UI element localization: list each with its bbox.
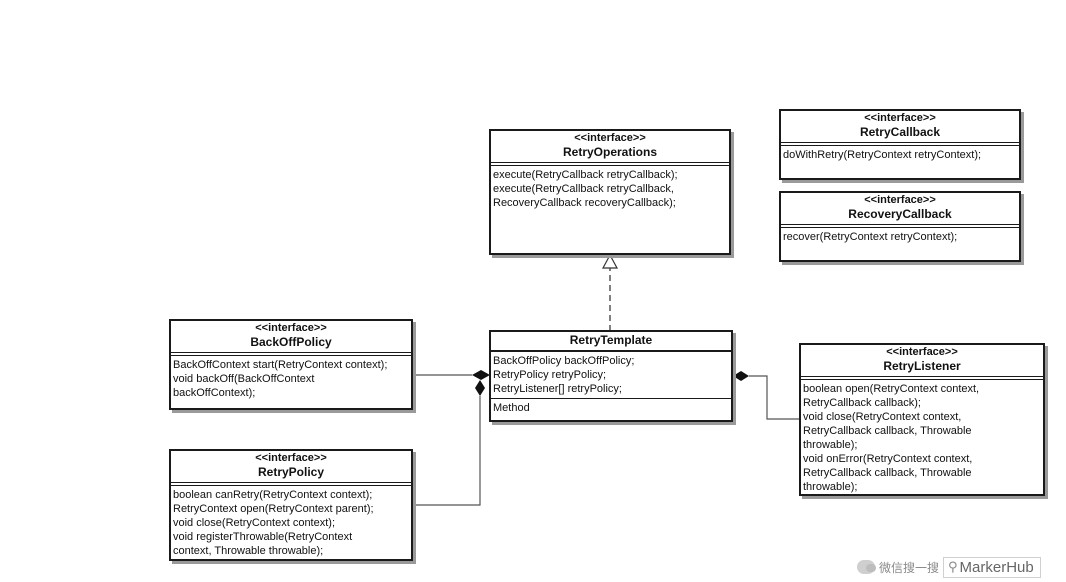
retry-listener-box: <<interface>> RetryListener boolean open… xyxy=(799,343,1045,496)
search-icon: ⚲ xyxy=(948,559,958,574)
backoff-composition-diamond xyxy=(472,370,490,380)
watermark-brand: ⚲ MarkerHub xyxy=(943,556,1041,578)
method-line: RecoveryCallback recoveryCallback); xyxy=(493,197,676,209)
method-line: Method xyxy=(493,402,530,414)
stereotype-label: <<interface>> xyxy=(864,194,936,206)
stereotype-label: <<interface>> xyxy=(864,112,936,124)
class-name: RetryOperations xyxy=(562,145,658,159)
backoff-policy-box: <<interface>> BackOffPolicy BackOffConte… xyxy=(169,319,413,410)
retry-template-fields: BackOffPolicy backOffPolicy; RetryPolicy… xyxy=(491,352,731,398)
stereotype-label: <<interface>> xyxy=(255,322,327,334)
retry-policy-header: <<interface>> RetryPolicy xyxy=(171,451,411,486)
class-name: RetryTemplate xyxy=(569,333,653,347)
method-line: execute(RetryCallback retryCallback); xyxy=(493,169,678,181)
retry-callback-header: <<interface>> RetryCallback xyxy=(781,111,1019,146)
method-line: doWithRetry(RetryContext retryContext); xyxy=(783,149,982,161)
method-line: throwable); xyxy=(803,481,858,493)
method-line: RetryCallback callback, Throwable xyxy=(803,467,972,479)
method-line: RetryCallback callback); xyxy=(803,397,921,409)
retry-operations-methods: execute(RetryCallback retryCallback); ex… xyxy=(491,166,729,212)
watermark: 微信搜一搜 ⚲ MarkerHub xyxy=(857,555,1041,579)
method-line: void backOff(BackOffContext xyxy=(173,373,315,385)
stereotype-label: <<interface>> xyxy=(255,452,327,464)
field-line: BackOffPolicy backOffPolicy; xyxy=(493,355,635,367)
wechat-icon xyxy=(857,560,876,574)
retry-operations-header: <<interface>> RetryOperations xyxy=(491,131,729,166)
retry-callback-methods: doWithRetry(RetryContext retryContext); xyxy=(781,146,1019,164)
class-name: RetryListener xyxy=(883,359,961,373)
retrypolicy-composition-diamond xyxy=(475,380,485,396)
stereotype-label: <<interface>> xyxy=(886,346,958,358)
recovery-callback-header: <<interface>> RecoveryCallback xyxy=(781,193,1019,228)
stereotype-label: <<interface>> xyxy=(574,132,646,144)
method-line: RetryContext open(RetryContext parent); xyxy=(173,503,374,515)
method-line: BackOffContext start(RetryContext contex… xyxy=(173,359,388,371)
method-line: void registerThrowable(RetryContext xyxy=(173,531,353,543)
method-line: void close(RetryContext context); xyxy=(173,517,336,529)
field-line: RetryPolicy retryPolicy; xyxy=(493,369,607,381)
retry-listener-methods: boolean open(RetryContext context, Retry… xyxy=(801,380,1043,496)
class-name: BackOffPolicy xyxy=(250,335,332,349)
retrypolicy-composition-line xyxy=(414,396,481,506)
method-line: RetryCallback callback, Throwable xyxy=(803,425,972,437)
method-line: execute(RetryCallback retryCallback, xyxy=(493,183,674,195)
class-name: RetryCallback xyxy=(859,125,941,139)
method-line: context, Throwable throwable); xyxy=(173,545,324,557)
backoff-policy-methods: BackOffContext start(RetryContext contex… xyxy=(171,356,411,402)
retry-policy-methods: boolean canRetry(RetryContext context); … xyxy=(171,486,411,560)
brand-name: MarkerHub xyxy=(959,558,1034,576)
recovery-callback-methods: recover(RetryContext retryContext); xyxy=(781,228,1019,246)
retry-template-box: RetryTemplate BackOffPolicy backOffPolic… xyxy=(489,330,733,422)
field-line: RetryListener[] retryPolicy; xyxy=(493,383,622,395)
class-name: RecoveryCallback xyxy=(848,207,952,221)
retry-policy-box: <<interface>> RetryPolicy boolean canRet… xyxy=(169,449,413,561)
recovery-callback-box: <<interface>> RecoveryCallback recover(R… xyxy=(779,191,1021,262)
method-line: boolean canRetry(RetryContext context); xyxy=(173,489,373,501)
retry-operations-box: <<interface>> RetryOperations execute(Re… xyxy=(489,129,731,255)
backoff-policy-header: <<interface>> BackOffPolicy xyxy=(171,321,411,356)
retry-template-header: RetryTemplate xyxy=(491,332,731,352)
method-line: backOffContext); xyxy=(173,387,256,399)
listener-composition-line xyxy=(749,375,800,420)
listener-composition-diamond xyxy=(733,371,749,381)
realization-arrowhead xyxy=(601,253,619,269)
retry-listener-header: <<interface>> RetryListener xyxy=(801,345,1043,380)
method-line: boolean open(RetryContext context, xyxy=(803,383,980,395)
class-name: RetryPolicy xyxy=(257,465,325,479)
method-line: void onError(RetryContext context, xyxy=(803,453,973,465)
retry-callback-box: <<interface>> RetryCallback doWithRetry(… xyxy=(779,109,1021,180)
retry-template-methods: Method xyxy=(491,398,731,417)
method-line: void close(RetryContext context, xyxy=(803,411,962,423)
watermark-text: 微信搜一搜 xyxy=(879,560,940,575)
method-line: throwable); xyxy=(803,439,858,451)
method-line: recover(RetryContext retryContext); xyxy=(783,231,958,243)
